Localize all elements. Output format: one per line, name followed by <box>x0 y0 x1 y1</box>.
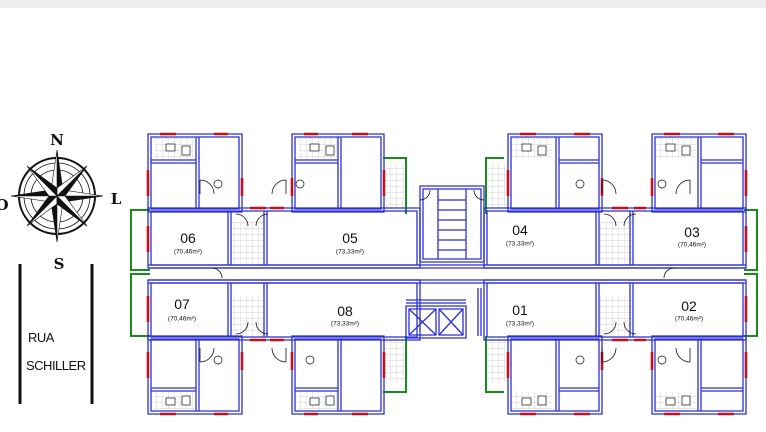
unit-area: (70,46m²) <box>674 315 704 323</box>
wet-areas <box>154 138 696 410</box>
unit-area: (73,33m²) <box>330 320 360 328</box>
unit-number: 04 <box>512 222 528 238</box>
street-name-line1: RUA <box>28 330 54 345</box>
compass-east-label: L <box>110 190 122 208</box>
doors <box>199 179 691 363</box>
compass-south-label: S <box>53 255 65 273</box>
unit-number: 01 <box>512 302 528 318</box>
unit-area: (73,33m²) <box>505 320 535 328</box>
unit-area: (73,33m²) <box>335 248 365 256</box>
unit-number: 08 <box>337 303 353 319</box>
compass-rose-icon <box>10 149 104 243</box>
windows <box>146 132 748 416</box>
unit-number: 03 <box>684 224 700 240</box>
unit-area: (70,46m²) <box>173 248 203 256</box>
fixtures <box>165 143 691 406</box>
street-name-line2: SCHILLER <box>26 358 86 373</box>
walls <box>147 133 747 415</box>
unit-number: 02 <box>681 298 697 314</box>
unit-number: 05 <box>342 230 358 246</box>
compass-west-label: O <box>0 196 9 214</box>
unit-area: (70,46m²) <box>677 241 707 249</box>
unit-area: (73,33m²) <box>505 240 535 248</box>
compass-north-label: N <box>50 131 64 149</box>
unit-area: (70,46m²) <box>167 315 197 323</box>
top-band <box>0 0 766 8</box>
balconies <box>130 157 758 393</box>
unit-number: 06 <box>180 230 196 246</box>
unit-number: 07 <box>174 296 190 312</box>
